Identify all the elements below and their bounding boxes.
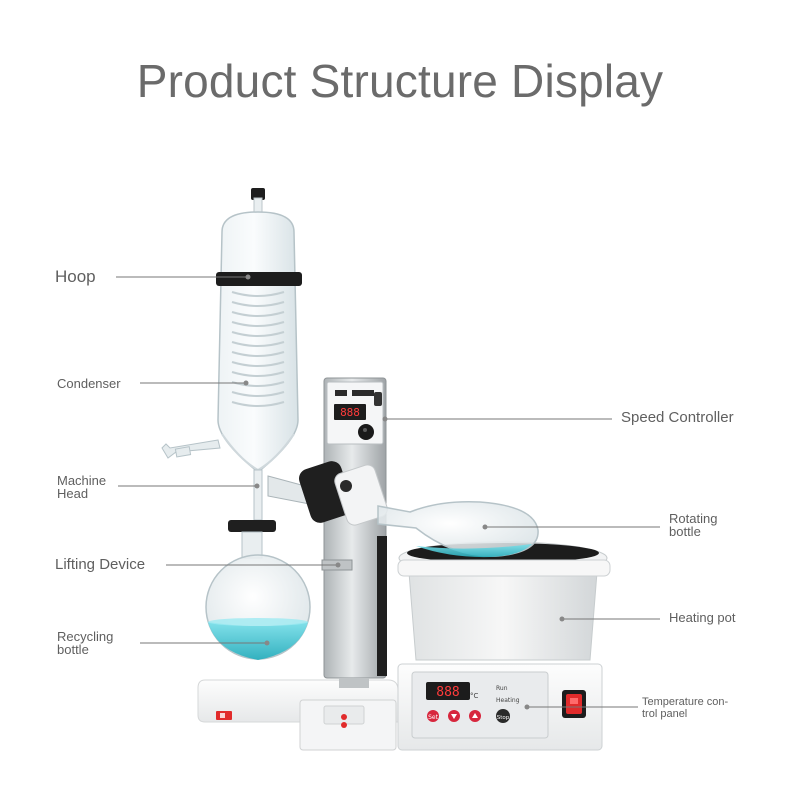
speed-display-value: 888 bbox=[340, 406, 360, 419]
speed-knob[interactable] bbox=[358, 424, 374, 440]
label-hoop: Hoop bbox=[55, 267, 96, 286]
set-button-label: Set bbox=[428, 714, 439, 721]
label-temperature-control-panel: Temperature con- trol panel bbox=[642, 696, 729, 720]
condenser bbox=[161, 188, 302, 521]
set-button[interactable] bbox=[427, 710, 439, 722]
heating-pot bbox=[397, 541, 611, 661]
machine-head bbox=[267, 461, 388, 526]
stop-button-label: Stop bbox=[497, 715, 510, 721]
label-rotating-bottle: Rotating bottle bbox=[669, 511, 718, 539]
lifting-column: 888 bbox=[321, 377, 387, 688]
recycling-bottle-liquid bbox=[208, 622, 308, 660]
pot-base: 888 °C Run Heating Set Stop bbox=[397, 663, 603, 751]
label-speed-controller: Speed Controller bbox=[621, 409, 734, 426]
run-stop-button[interactable] bbox=[496, 709, 510, 723]
label-heating-pot: Heating pot bbox=[669, 610, 736, 625]
temp-display-value: 888 bbox=[436, 685, 459, 700]
speed-display bbox=[334, 404, 366, 420]
label-lifting-device: Lifting Device bbox=[55, 556, 146, 573]
hoop-band bbox=[216, 272, 302, 286]
page-title: Product Structure Display bbox=[136, 55, 664, 107]
temp-unit: °C bbox=[470, 692, 479, 700]
rotating-bottle-liquid bbox=[416, 544, 532, 558]
label-condenser: Condenser bbox=[57, 376, 121, 391]
label-machine-head: Machine Head bbox=[57, 473, 107, 501]
base-plate bbox=[197, 679, 399, 751]
temp-display bbox=[426, 682, 470, 700]
status-heating: Heating bbox=[496, 697, 520, 704]
rotating-bottle-assembly bbox=[377, 500, 539, 558]
status-run: Run bbox=[496, 685, 508, 692]
recycling-bottle-assembly bbox=[205, 520, 311, 660]
label-recycling-bottle: Recycling bottle bbox=[57, 629, 114, 657]
leader-lines bbox=[116, 274, 660, 710]
